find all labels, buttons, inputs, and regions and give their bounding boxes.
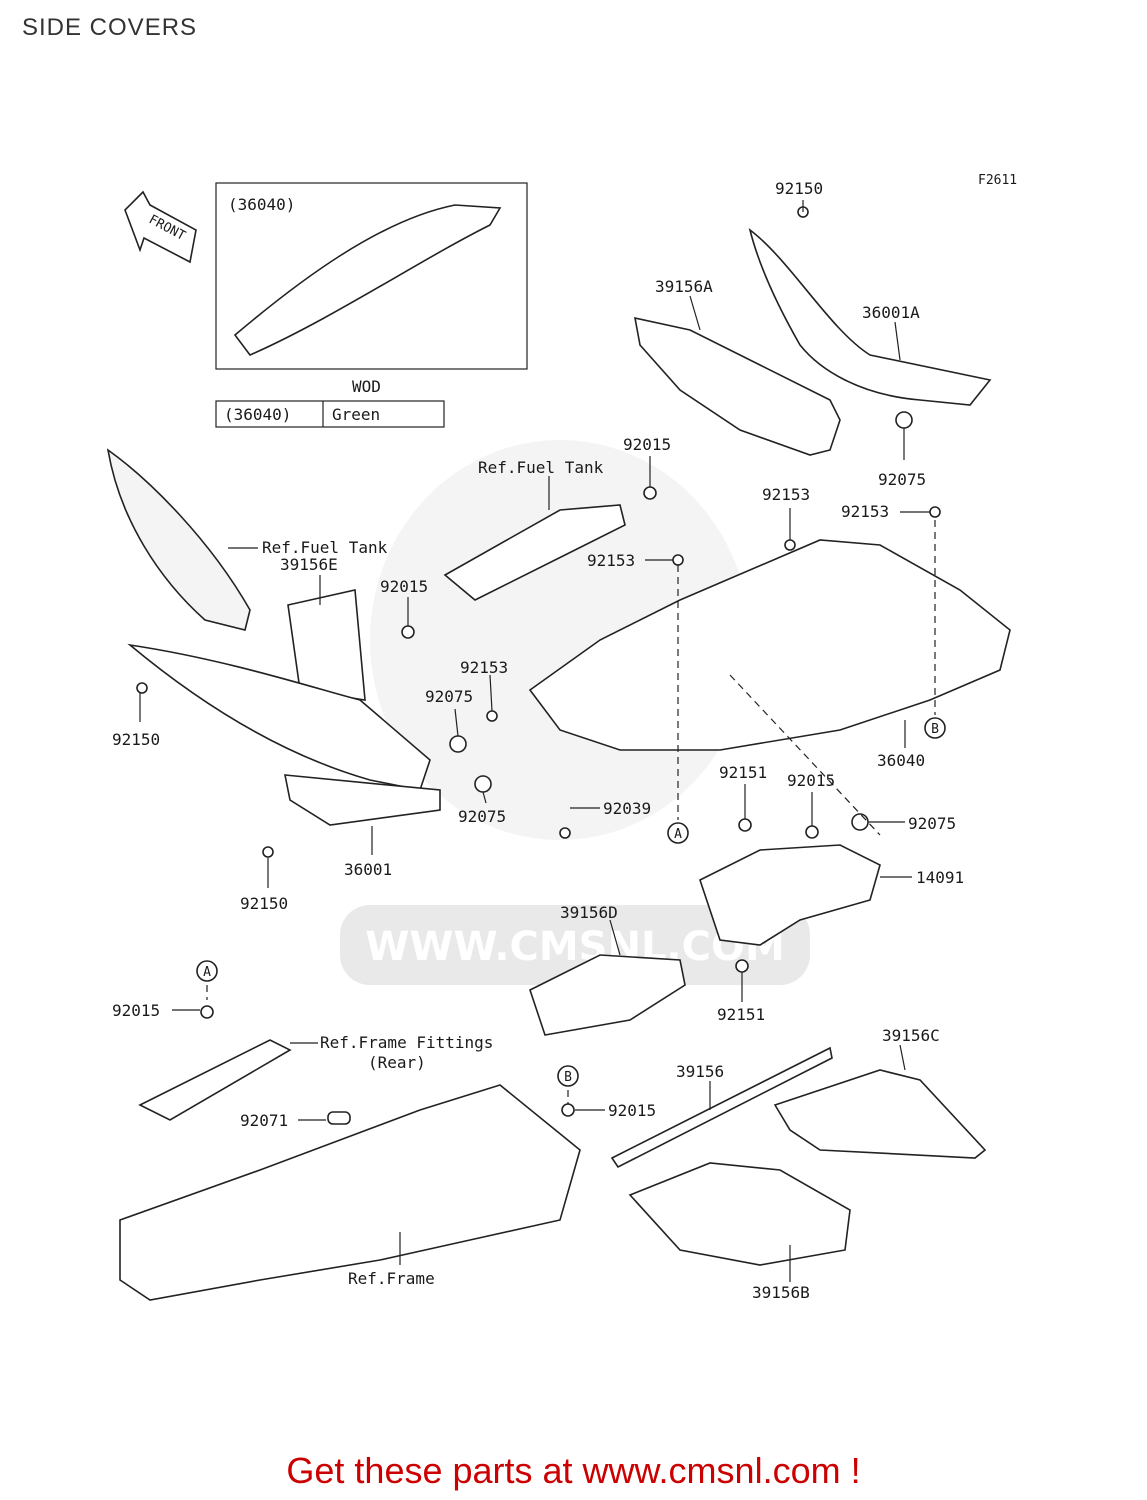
part-label-92151-bottom: 92151 <box>717 1005 765 1024</box>
marker-a-2: A <box>203 965 211 980</box>
part-label-92015-b: 92015 <box>608 1101 656 1120</box>
rear-frame-ref <box>119 1084 581 1301</box>
page-title: SIDE COVERS <box>22 14 198 41</box>
ref-fuel-tank-1: Ref.Fuel Tank <box>478 458 604 477</box>
part-label-39156A: 39156A <box>655 277 713 296</box>
part-label-92075-mid2: 92075 <box>458 807 506 826</box>
part-labels: 92150 39156A 36001A 92075 92015 Ref.Fuel… <box>112 179 964 1302</box>
leader-lines <box>139 200 930 1282</box>
inset-part-ref: (36040) <box>228 195 295 214</box>
part-label-36040: 36040 <box>877 751 925 770</box>
part-label-14091: 14091 <box>916 868 964 887</box>
part-label-92150-left: 92150 <box>112 730 160 749</box>
part-label-39156D: 39156D <box>560 903 618 922</box>
marker-b-1: B <box>931 722 939 737</box>
ref-frame-fittings-sub: (Rear) <box>368 1053 426 1072</box>
marker-b-2: B <box>564 1070 572 1085</box>
side-panel-39156E <box>287 589 366 701</box>
ref-frame: Ref.Frame <box>348 1269 435 1288</box>
inset-table-color: Green <box>332 405 380 424</box>
part-label-92151-top: 92151 <box>719 763 767 782</box>
part-label-92075-mid1: 92075 <box>425 687 473 706</box>
dashed-guides <box>206 520 936 1104</box>
part-label-92153-b: 92153 <box>841 502 889 521</box>
tail-cowl-36040 <box>528 539 1011 751</box>
watermark-text: WWW.CMSNL.COM <box>365 924 785 970</box>
bracket-fuel-tank <box>443 504 626 601</box>
part-label-36001A: 36001A <box>862 303 920 322</box>
lower-cover-36001 <box>284 774 441 826</box>
side-panel-39156D <box>529 954 686 1036</box>
inset-box: (36040) WOD (36040) Green <box>215 182 528 428</box>
part-label-92039: 92039 <box>603 799 651 818</box>
part-label-92015-top: 92015 <box>623 435 671 454</box>
figure-code: F2611 <box>978 173 1017 188</box>
part-label-92015-mid: 92015 <box>380 577 428 596</box>
part-label-39156E: 39156E <box>280 555 338 574</box>
parts-diagram: WWW.CMSNL.COM FRONT F2611 (36040) WOD (3… <box>106 173 1017 1302</box>
knee-grip-panel <box>106 448 251 631</box>
ref-frame-fittings: Ref.Frame Fittings <box>320 1033 493 1052</box>
part-label-92153-a: 92153 <box>762 485 810 504</box>
front-arrow-icon: FRONT <box>124 190 197 264</box>
trim-strip-39156 <box>610 1046 833 1169</box>
side-cover-36001A <box>748 228 992 406</box>
part-label-92153-d: 92153 <box>460 658 508 677</box>
part-label-92153-c: 92153 <box>587 551 635 570</box>
inset-table-header: WOD <box>352 377 381 396</box>
part-label-92015-right: 92015 <box>787 771 835 790</box>
side-panel-39156A <box>633 316 841 456</box>
bracket-14091 <box>699 844 881 946</box>
part-label-36001: 36001 <box>344 860 392 879</box>
frame-fitting-rail <box>138 1039 292 1121</box>
part-label-92075-top: 92075 <box>878 470 926 489</box>
reference-markers: A B A B <box>196 717 946 1087</box>
part-label-39156B: 39156B <box>752 1283 810 1302</box>
part-label-39156C: 39156C <box>882 1026 940 1045</box>
footer-link[interactable]: Get these parts at www.cmsnl.com ! <box>286 1450 861 1491</box>
side-panel-39156C <box>773 1069 987 1159</box>
part-label-92071: 92071 <box>240 1111 288 1130</box>
ref-fuel-tank-2: Ref.Fuel Tank <box>262 538 388 557</box>
part-label-39156: 39156 <box>676 1062 724 1081</box>
part-label-92075-right: 92075 <box>908 814 956 833</box>
part-label-92015-a: 92015 <box>112 1001 160 1020</box>
part-label-92150-bottom: 92150 <box>240 894 288 913</box>
part-label-92150-top: 92150 <box>775 179 823 198</box>
marker-a-1: A <box>674 827 682 842</box>
side-panel-39156B <box>628 1162 851 1266</box>
inset-table-part: (36040) <box>224 405 291 424</box>
